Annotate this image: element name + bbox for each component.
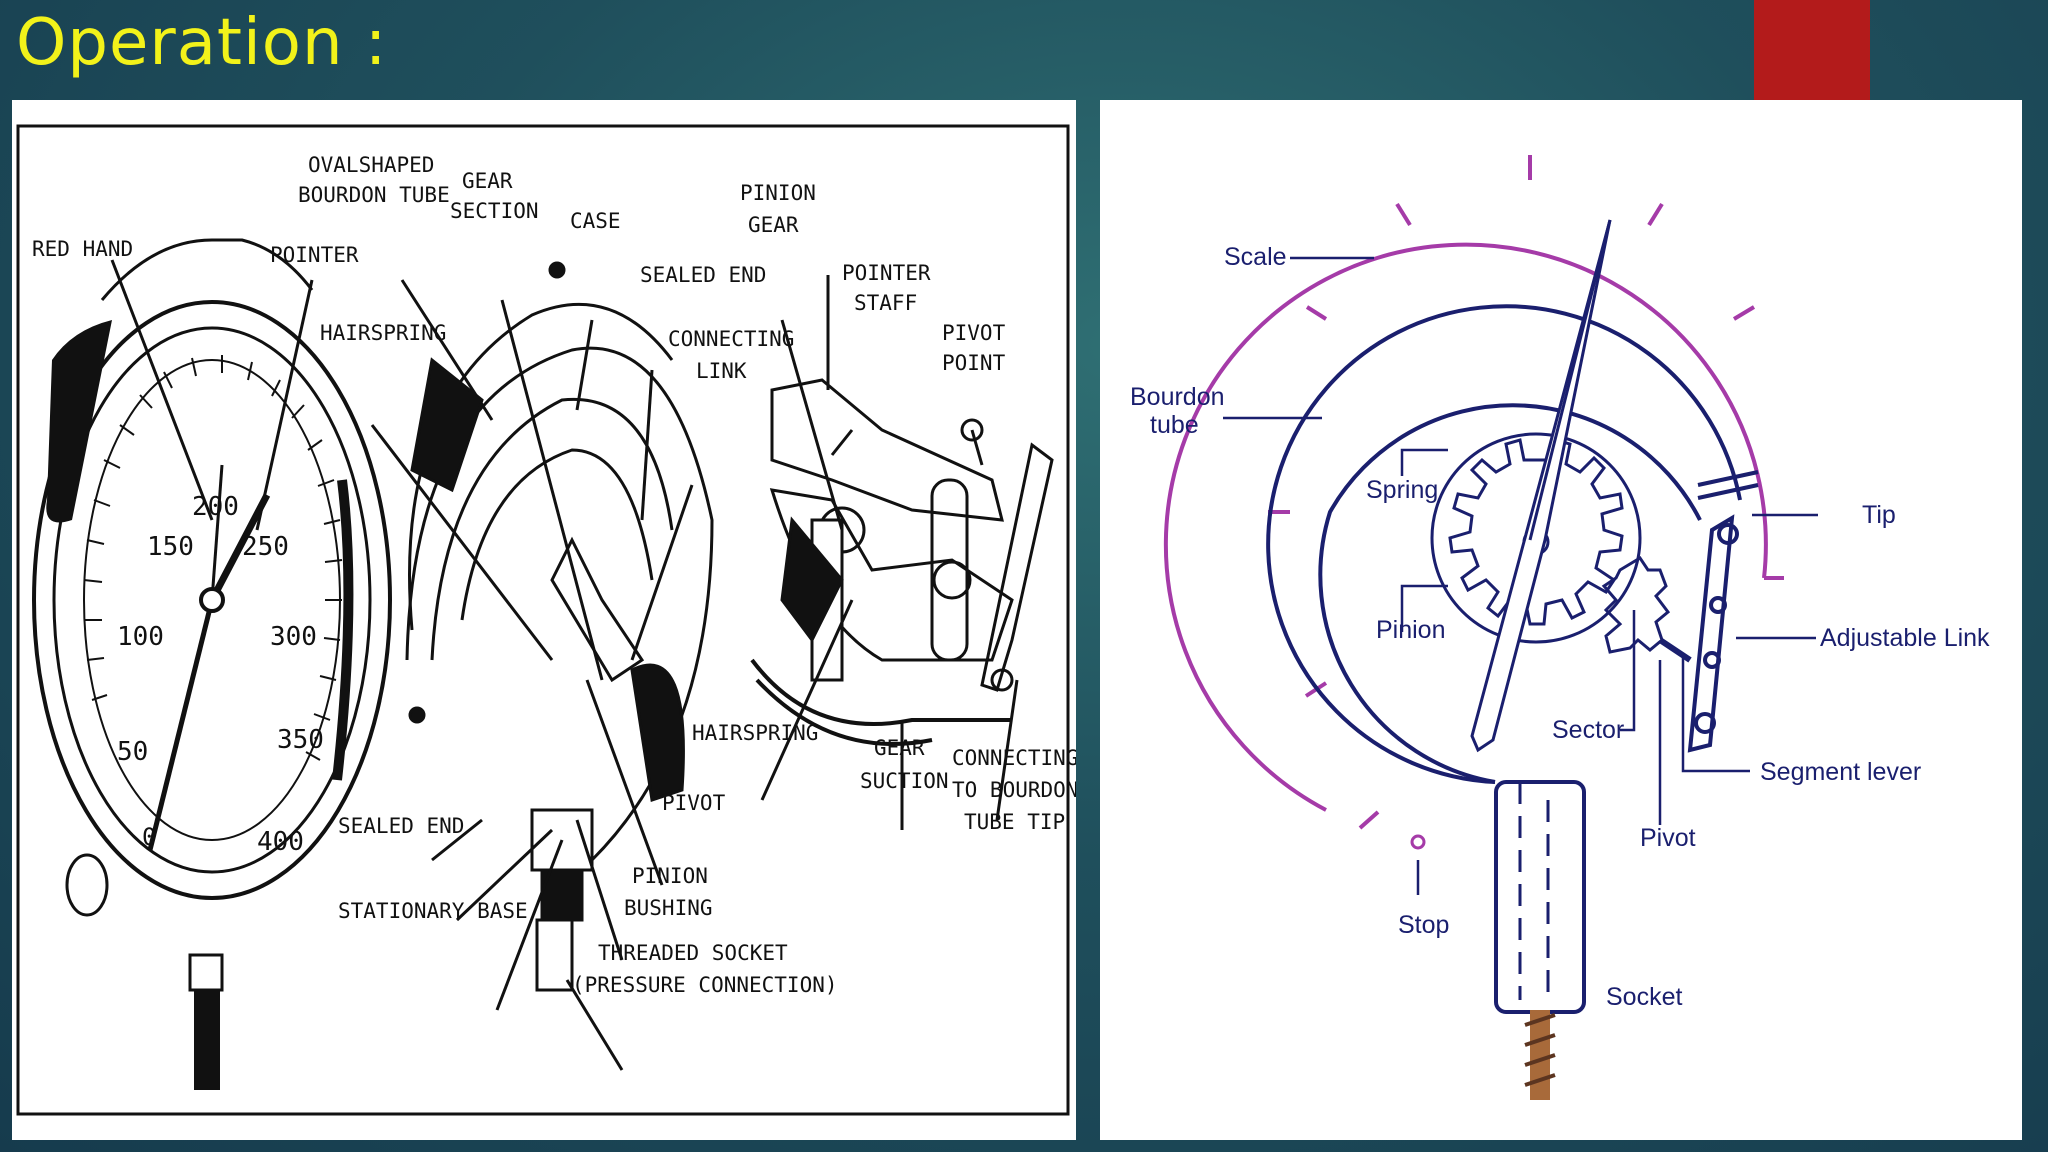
bourdon-tube-schematic: Scale Bourdon tube Spring Pinion Tip Adj…: [1130, 155, 1990, 1100]
label-stop: Stop: [1398, 911, 1449, 939]
label-pinion: Pinion: [1376, 616, 1446, 644]
label-segment-lever: Segment lever: [1760, 758, 1921, 786]
dial-number-400: 400: [257, 827, 304, 857]
label-ovalshaped-2: BOURDON TUBE: [298, 183, 450, 207]
label-stationary-base: STATIONARY BASE: [338, 899, 528, 923]
bourdon-tube: [1266, 304, 1759, 784]
label-pivot-point-1: PIVOT: [942, 321, 1006, 345]
label-connecting-link-2: LINK: [696, 359, 747, 383]
label-gear-section-2: SECTION: [450, 199, 539, 223]
label-adjustable-link: Adjustable Link: [1820, 624, 1990, 652]
label-sector: Sector: [1552, 716, 1624, 744]
label-hairspring-bottom: HAIRSPRING: [692, 721, 818, 745]
label-threaded-socket-2: (PRESSURE CONNECTION): [572, 973, 838, 997]
label-red-hand: RED HAND: [32, 237, 133, 261]
gauge-mechanism: [750, 275, 1054, 746]
leader-lines: [110, 259, 1019, 1071]
dial-number-150: 150: [147, 532, 194, 562]
dial-number-0: 0: [142, 823, 156, 851]
label-bourdon-1: Bourdon: [1130, 383, 1225, 411]
label-sealed-end-bottom: SEALED END: [338, 814, 464, 838]
label-pinion-gear-2: GEAR: [748, 213, 799, 237]
label-ovalshaped-1: OVALSHAPED: [308, 153, 434, 177]
dial-number-100: 100: [117, 622, 164, 652]
stop-marker: [1410, 834, 1426, 850]
label-tip: Tip: [1862, 501, 1896, 529]
label-threaded-socket-1: THREADED SOCKET: [598, 941, 788, 965]
label-pinion-bushing-2: BUSHING: [624, 896, 713, 920]
label-gear-suction-1: GEAR: [874, 736, 925, 760]
label-bourdon-2: tube: [1150, 411, 1199, 439]
label-connecting-tip-1: CONNECTING: [952, 746, 1076, 770]
dial-number-300: 300: [270, 622, 317, 652]
label-socket: Socket: [1606, 983, 1682, 1011]
accent-block: [1754, 0, 1870, 100]
label-pinion-gear-1: PINION: [740, 181, 816, 205]
sector: [1601, 555, 1692, 663]
label-gear-suction-2: SUCTION: [860, 769, 949, 793]
socket: [1494, 780, 1586, 1100]
label-case: CASE: [570, 209, 621, 233]
label-pivot: Pivot: [1640, 824, 1696, 852]
label-pointer-staff-2: STAFF: [854, 291, 917, 315]
label-connecting-link-1: CONNECTING: [668, 327, 794, 351]
label-gear-section-1: GEAR: [462, 169, 513, 193]
schematic-leaders: [1223, 256, 1818, 895]
label-pivot: PIVOT: [662, 791, 726, 815]
dial-number-250: 250: [242, 532, 289, 562]
gauge-face: [32, 238, 392, 1090]
label-sealed-end-top: SEALED END: [640, 263, 766, 287]
label-connecting-tip-3: TUBE TIP: [964, 810, 1065, 834]
dial-number-350: 350: [277, 725, 324, 755]
right-diagram-panel: Scale Bourdon tube Spring Pinion Tip Adj…: [1100, 100, 2022, 1140]
label-pointer-staff-1: POINTER: [842, 261, 931, 285]
label-scale: Scale: [1224, 243, 1287, 271]
dial-number-200: 200: [192, 492, 239, 522]
slide-title: Operation :: [16, 6, 388, 80]
label-pivot-point-2: POINT: [942, 351, 1006, 375]
label-connecting-tip-2: TO BOURDON: [952, 778, 1076, 802]
label-hairspring-top: HAIRSPRING: [320, 321, 446, 345]
dial-number-50: 50: [117, 737, 148, 767]
gauge-internals: [405, 261, 714, 992]
label-pointer: POINTER: [270, 243, 359, 267]
left-diagram-panel: 0 50 100 150 200 250 300 350 400: [12, 100, 1076, 1140]
label-pinion-bushing-1: PINION: [632, 864, 708, 888]
label-spring: Spring: [1366, 476, 1438, 504]
bourdon-gauge-drawing: 0 50 100 150 200 250 300 350 400: [16, 124, 1076, 1116]
